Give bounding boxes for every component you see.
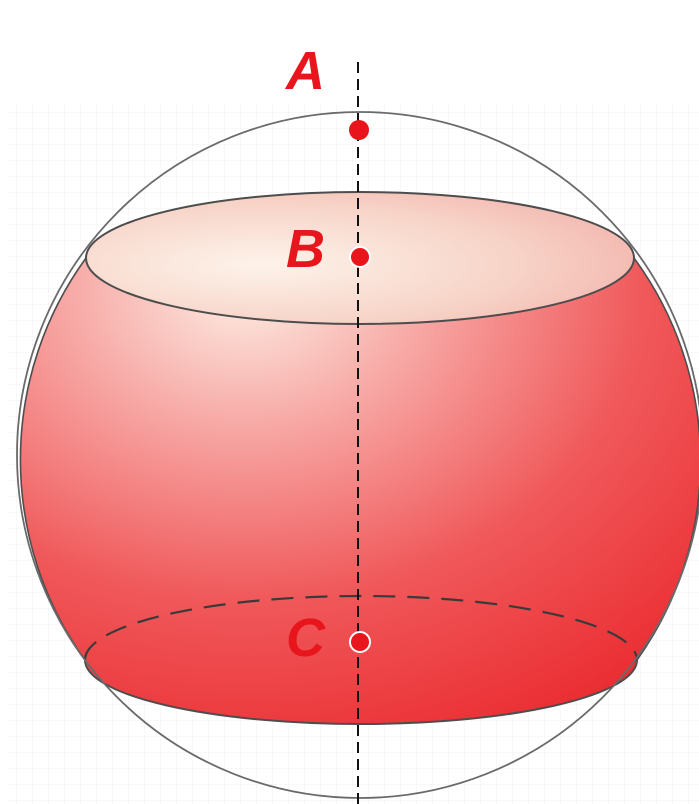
sphere-outline [16, 111, 699, 799]
point-c-marker [349, 631, 371, 653]
bottom-section-back-edge [83, 594, 639, 661]
segment-side-outline-left [19, 257, 87, 661]
point-b-marker [349, 246, 371, 268]
point-b-label: B [286, 219, 325, 279]
point-a-label: A [284, 41, 325, 101]
spherical-segment-body [20, 192, 699, 724]
point-a-marker [349, 120, 369, 140]
point-c-label: C [286, 608, 326, 668]
bottom-section-front-edge [84, 659, 638, 725]
